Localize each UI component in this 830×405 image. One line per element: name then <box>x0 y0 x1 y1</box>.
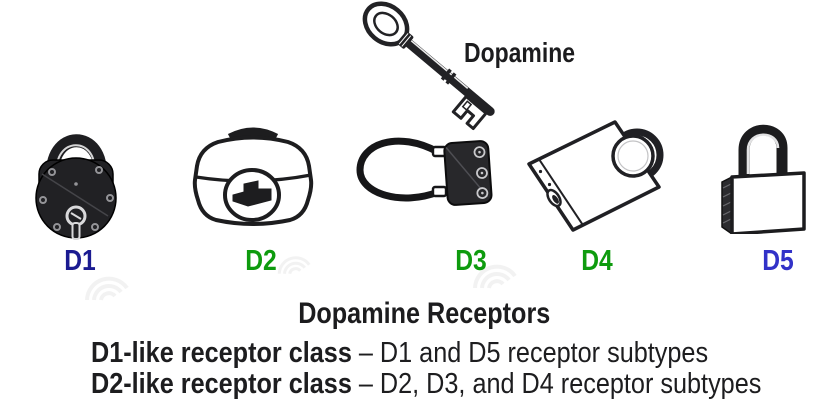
cam-lock-icon <box>192 127 314 226</box>
lock-label-text: D1 <box>64 245 96 277</box>
antique-round-padlock-icon <box>35 134 117 240</box>
lock-label-text: D2 <box>245 245 277 277</box>
lock-d1 <box>26 112 126 240</box>
tilted-disc-padlock-icon <box>527 120 664 232</box>
lock-label-d3: D3 <box>455 245 487 277</box>
lock-label-text: D3 <box>455 245 487 277</box>
lock-d2 <box>186 122 321 234</box>
lock-label-d4: D4 <box>581 245 613 277</box>
skeleton-key-icon <box>362 1 495 131</box>
lock-label-d2: D2 <box>245 245 277 277</box>
caption-line-d2-like: D2-like receptor class – D2, D3, and D4 … <box>91 368 761 400</box>
cable-loop-lock-icon <box>356 137 493 206</box>
caption-line-rest: – D1 and D5 receptor subtypes <box>351 337 709 369</box>
caption-line-bold: D1-like receptor class <box>91 337 352 369</box>
lock-label-text: D5 <box>762 245 794 277</box>
lock-d5 <box>720 116 820 234</box>
dopamine-key <box>358 0 513 132</box>
watermark-icon <box>85 276 129 301</box>
lock-label-d5: D5 <box>762 245 794 277</box>
caption-title: Dopamine Receptors <box>298 297 551 330</box>
lock-d4 <box>522 112 674 238</box>
caption-line-d1-like: D1-like receptor class – D1 and D5 recep… <box>91 337 708 369</box>
lock-label-d1: D1 <box>64 245 96 277</box>
dopamine-label: Dopamine <box>464 37 575 68</box>
lock-label-text: D4 <box>581 245 613 277</box>
caption-line-rest: – D2, D3, and D4 receptor subtypes <box>351 368 762 400</box>
lock-d3 <box>352 136 494 214</box>
caption-line-bold: D2-like receptor class <box>91 368 352 400</box>
watermark-icon <box>277 256 311 275</box>
watermark-icon <box>473 264 517 289</box>
padlock-icon <box>721 124 806 234</box>
